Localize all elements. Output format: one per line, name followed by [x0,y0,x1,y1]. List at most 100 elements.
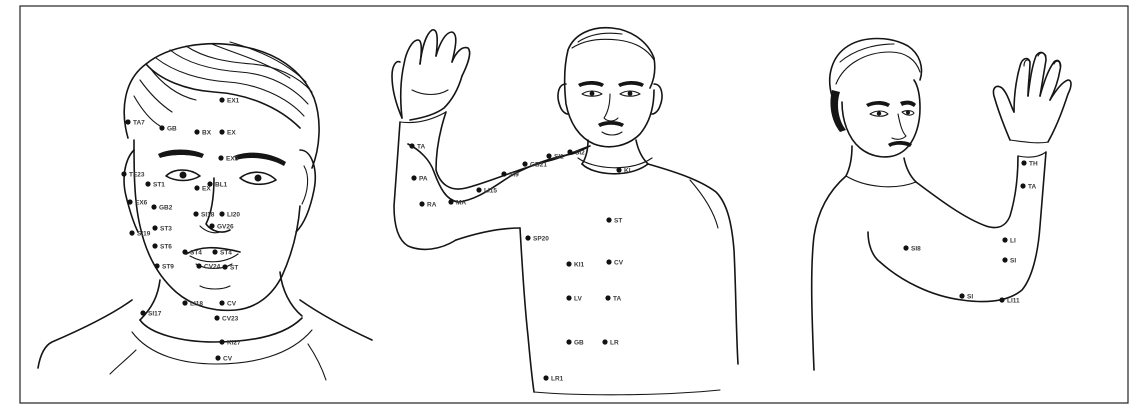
acupoint-label: ST3 [160,226,172,233]
acupoint-dot [129,230,134,235]
acupoint-label: TA [613,296,621,303]
acupoint-dot [411,175,416,180]
acupoint-dot [409,143,414,148]
acupoint-dot [1002,237,1007,242]
acupoint-label: KI27 [227,340,241,347]
acupoint-dot [566,339,571,344]
acupoint-label: CV [614,260,624,267]
acupoint-label: GB [167,126,177,133]
acupoint-label: LR [610,340,619,347]
acupoint-dot [212,249,217,254]
acupoint-label: SI19 [137,231,151,238]
acupoint-label: ST4 [220,250,232,257]
acupoint-dot [194,185,199,190]
acupoint-dot [145,181,150,186]
acupoint-dot [152,243,157,248]
acupoint-label: LI20 [227,212,240,219]
acupoint-label: CV24 [204,264,221,271]
acupoint-dot [154,263,159,268]
acupoint-label: CV [227,301,237,308]
acupoint-label: SI1 [554,154,564,161]
acupoint-label: TE23 [129,172,145,179]
acupoint-dot [616,167,621,172]
acupoint-dot [219,97,224,102]
acupoint-dot [182,300,187,305]
acupoint-label: BL1 [215,182,228,189]
acupoint-label: ST4 [190,250,202,257]
acupoint-dot [159,125,164,130]
acupoint-dot [448,199,453,204]
acupoint-dot [214,315,219,320]
acupoint-dot [999,297,1004,302]
acupoint-dot [566,295,571,300]
acupoint-label: GV26 [217,224,234,231]
acupoint-label: ST [614,218,622,225]
acupoint-dot [1021,160,1026,165]
acupoint-dot [194,129,199,134]
acupoint-label: SI17 [148,311,162,318]
acupoint-label: SP20 [533,236,549,243]
acupoint-dot [151,204,156,209]
acupoint-label: MA [456,200,466,207]
acupoint-dot [566,261,571,266]
acupoint-dot [419,201,424,206]
acupoint-label: KI1 [574,262,585,269]
acupoint-dot [522,161,527,166]
acupoint-dot [959,293,964,298]
acupoint-label: CV [223,356,233,363]
acupoint-dot [1002,257,1007,262]
acupoint-dot [127,199,132,204]
acupoint-dot [222,264,227,269]
acupoint-dot [196,263,201,268]
acupoint-label: LI11 [1007,298,1020,305]
acupoint-dot [501,171,506,176]
acupoint-label: LI [1010,238,1016,245]
acupoint-label: ST [230,265,238,272]
acupoint-dot [193,211,198,216]
acupoint-dot [219,300,224,305]
acupoint-dot [606,217,611,222]
acupoint-dot [1020,183,1025,188]
acupoint-dot [543,375,548,380]
acupoint-label: CV23 [222,316,239,323]
acupoint-label: KI [624,168,631,175]
acupoint-label: SI9 [509,172,519,179]
acupoint-label: TA7 [133,120,145,127]
acupoint-label: PA [419,176,428,183]
acupoint-label: EX5 [226,156,239,163]
acupoint-dot [125,119,130,124]
acupoint-dot [219,211,224,216]
acupoint-label: TH [1029,161,1038,168]
acupoint-dot [182,249,187,254]
acupoint-label: EX6 [135,200,148,207]
acupoint-dot [605,295,610,300]
acupoint-label: BX [202,130,212,137]
acupoint-label: LR1 [551,376,564,383]
acupoint-dot [121,171,126,176]
acupoint-dot [140,310,145,315]
acupoint-dot [903,245,908,250]
acupoint-label: EX [202,186,211,193]
acupoint-dot [219,129,224,134]
acupoint-label: SI8 [911,246,921,253]
acupoint-label: ST9 [162,264,174,271]
acupoint-dot [209,223,214,228]
acupoint-label: SI [967,294,973,301]
acupoint-label: LV [574,296,582,303]
acupoint-label: GB2 [159,205,173,212]
acupoint-dot [525,235,530,240]
acupoint-label: ST1 [153,182,165,189]
acupoint-label: SI2 [575,150,585,157]
acupoint-dot [567,149,572,154]
acupoint-label: TA [417,144,425,151]
acupoint-dot [602,339,607,344]
acupoint-label: TA [1028,184,1036,191]
acupoint-label: LI15 [484,188,497,195]
acupoint-label: EX1 [227,98,240,105]
acupoint-label: RA [427,202,437,209]
acupoint-label: ST6 [160,244,172,251]
acupoint-dot [218,155,223,160]
acupoint-label: SI18 [201,212,215,219]
